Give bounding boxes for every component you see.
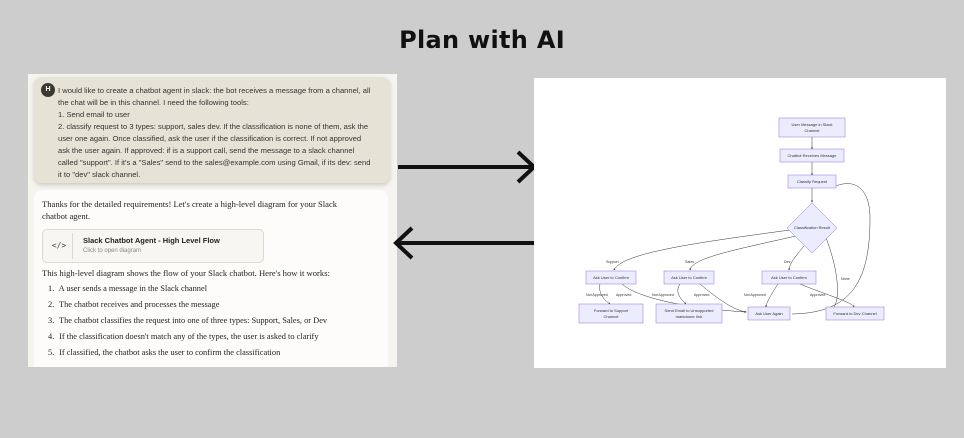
edge bbox=[677, 283, 687, 305]
edge-label-approved: Approved bbox=[810, 293, 825, 297]
svg-text:Classify Request: Classify Request bbox=[797, 179, 828, 184]
node-classify-request[interactable]: Classify Request bbox=[787, 174, 837, 189]
edge-support bbox=[613, 229, 791, 271]
svg-text:Forward to Dev Channel: Forward to Dev Channel bbox=[833, 311, 876, 316]
svg-text:Channel: Channel bbox=[604, 314, 619, 319]
list-item: 1. A user sends a message in the Slack c… bbox=[48, 284, 208, 293]
user-message-line: the chat will be in this channel. I need… bbox=[58, 98, 249, 107]
node-send-email[interactable]: Send Email to Unsupported markdown: link bbox=[655, 303, 723, 324]
node-classification-result[interactable]: Classification Result bbox=[786, 202, 838, 254]
svg-text:Ask User to Confirm: Ask User to Confirm bbox=[671, 275, 707, 280]
svg-text:Ask User Again: Ask User Again bbox=[755, 311, 782, 316]
artifact-title: Slack Chatbot Agent - High Level Flow bbox=[83, 236, 220, 245]
edge-sales bbox=[689, 235, 797, 271]
page-title: Plan with AI bbox=[399, 26, 565, 54]
assistant-reply: Thanks for the detailed requirements! Le… bbox=[34, 190, 388, 367]
edge-label-none: None bbox=[841, 277, 850, 281]
user-message-text: I would like to create a chatbot agent i… bbox=[58, 85, 384, 181]
user-message-line: I would like to create a chatbot agent i… bbox=[58, 86, 371, 95]
chat-panel: H I would like to create a chatbot agent… bbox=[28, 74, 397, 367]
flow-diagram[interactable]: Support Sales Dev None Not Approved Appr… bbox=[534, 78, 946, 368]
edge-none bbox=[825, 237, 838, 312]
artifact-card[interactable]: </> Slack Chatbot Agent - High Level Flo… bbox=[42, 229, 264, 263]
user-message-line: 2. classify request to 3 types: support,… bbox=[58, 122, 369, 131]
edge-label-not-approved: Not Approved bbox=[652, 293, 674, 297]
edge-label-approved: Approved bbox=[694, 293, 709, 297]
node-ask-again[interactable]: Ask User Again bbox=[747, 306, 791, 321]
edge-label-not-approved: Not Approved bbox=[744, 293, 766, 297]
svg-text:User Message in Slack: User Message in Slack bbox=[792, 122, 833, 127]
svg-text:Channel: Channel bbox=[805, 128, 820, 133]
svg-text:Ask User to Confirm: Ask User to Confirm bbox=[771, 275, 807, 280]
edge-label-approved: Approved bbox=[616, 293, 631, 297]
user-avatar: H bbox=[41, 83, 55, 97]
edge-label-dev: Dev bbox=[784, 260, 791, 264]
svg-text:Forward to Support: Forward to Support bbox=[594, 308, 629, 313]
edge bbox=[765, 283, 779, 308]
svg-text:Classification Result: Classification Result bbox=[794, 225, 831, 230]
user-message-line: it to "dev" slack channel. bbox=[58, 170, 141, 179]
node-confirm-dev[interactable]: Ask User to Confirm bbox=[761, 270, 817, 285]
list-item: 2. The chatbot receives and processes th… bbox=[48, 300, 220, 309]
artifact-subtitle: Click to open diagram bbox=[83, 248, 142, 254]
reply-intro-line: chatbot agent. bbox=[42, 211, 91, 221]
list-item: 3. The chatbot classifies the request in… bbox=[48, 316, 328, 325]
user-message-line: user one again. Once classified, ask the… bbox=[58, 134, 362, 143]
edge bbox=[599, 283, 611, 305]
user-message-line: ask the user again. If approved: if is a… bbox=[58, 146, 355, 155]
edge-dev bbox=[788, 245, 805, 271]
node-confirm-support[interactable]: Ask User to Confirm bbox=[585, 270, 637, 285]
node-forward-support[interactable]: Forward to Support Channel bbox=[578, 303, 644, 324]
node-confirm-sales[interactable]: Ask User to Confirm bbox=[663, 270, 715, 285]
list-item: 4. If the classification doesn't match a… bbox=[48, 332, 319, 341]
right-arrow-icon bbox=[398, 150, 537, 184]
reply-summary: This high-level diagram shows the flow o… bbox=[42, 268, 330, 278]
edge bbox=[799, 283, 855, 308]
left-arrow-icon bbox=[393, 226, 534, 260]
svg-text:Chatbot Receives Message: Chatbot Receives Message bbox=[788, 153, 838, 158]
node-user-message[interactable]: User Message in Slack Channel bbox=[778, 117, 846, 138]
node-receives-message[interactable]: Chatbot Receives Message bbox=[779, 148, 845, 163]
edge-label-not-approved: Not Approved bbox=[586, 293, 608, 297]
user-message: H I would like to create a chatbot agent… bbox=[34, 77, 390, 183]
user-message-line: 1. Send email to user bbox=[58, 110, 130, 119]
svg-text:Send Email to Unsupported: Send Email to Unsupported bbox=[665, 308, 714, 313]
svg-text:Ask User to Confirm: Ask User to Confirm bbox=[593, 275, 629, 280]
reply-intro-line: Thanks for the detailed requirements! Le… bbox=[42, 199, 338, 209]
code-icon: </> bbox=[46, 233, 73, 259]
node-forward-dev[interactable]: Forward to Dev Channel bbox=[825, 306, 885, 321]
edge-label-support: Support bbox=[606, 260, 619, 264]
edge-loop bbox=[791, 183, 871, 315]
list-item: 5. If classified, the chatbot asks the u… bbox=[48, 348, 281, 357]
edge-label-sales: Sales bbox=[685, 260, 694, 264]
edge bbox=[699, 283, 747, 313]
user-message-line: called "support". If it's a "Sales" send… bbox=[58, 158, 371, 167]
flow-diagram-svg: Support Sales Dev None Not Approved Appr… bbox=[578, 117, 885, 324]
svg-text:markdown: link: markdown: link bbox=[676, 314, 703, 319]
